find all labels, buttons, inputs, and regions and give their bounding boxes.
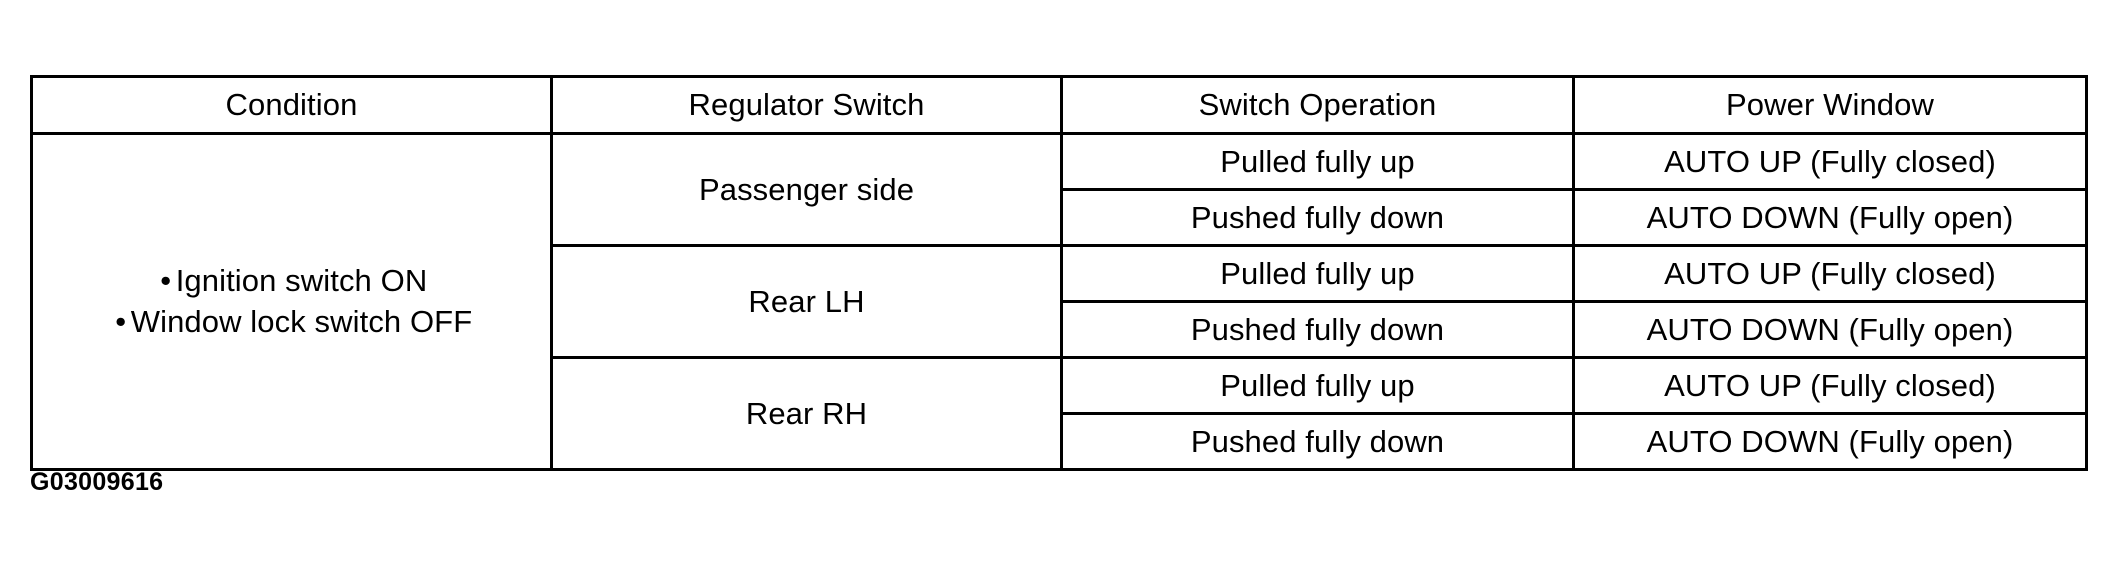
bullet-icon: •	[160, 262, 172, 298]
table-row: Pushed fully down AUTO DOWN (Fully open)	[32, 188, 2088, 247]
figure-reference-code: G03009616	[30, 468, 164, 496]
column-header-switch-operation: Switch Operation	[1060, 75, 1575, 135]
condition-item-text: Window lock switch OFF	[130, 303, 473, 339]
condition-item-text: Ignition switch ON	[175, 262, 428, 298]
column-header-regulator-switch: Regulator Switch	[550, 75, 1063, 135]
power-window-cell: AUTO DOWN (Fully open)	[1572, 412, 2088, 471]
table-row: Pushed fully down AUTO DOWN (Fully open)	[32, 300, 2088, 359]
list-item: •Window lock switch OFF	[33, 302, 550, 343]
power-window-cell: AUTO UP (Fully closed)	[1572, 244, 2088, 303]
power-window-cell: AUTO DOWN (Fully open)	[1572, 188, 2088, 247]
regulator-switch-cell: Rear RH	[550, 356, 1063, 471]
table-row: Rear RH Pulled fully up AUTO UP (Fully c…	[32, 356, 2088, 471]
switch-operation-cell: Pushed fully down	[1060, 300, 1575, 359]
power-window-operation-table: Condition Regulator Switch Switch Operat…	[30, 75, 2088, 471]
switch-operation-cell: Pulled fully up	[1060, 132, 1575, 191]
power-window-cell: AUTO UP (Fully closed)	[1572, 132, 2088, 191]
switch-operation-cell: Pulled fully up	[1060, 244, 1575, 303]
regulator-switch-cell: Rear LH	[550, 244, 1063, 359]
column-header-power-window: Power Window	[1572, 75, 2088, 135]
table-header-row: Condition Regulator Switch Switch Operat…	[30, 75, 2088, 135]
bullet-icon: •	[115, 303, 127, 339]
table-row: •Ignition switch ON •Window lock switch …	[30, 132, 2088, 471]
condition-bullet-list: •Ignition switch ON •Window lock switch …	[33, 261, 550, 343]
power-window-cell: AUTO DOWN (Fully open)	[1572, 300, 2088, 359]
regulator-switch-cell: Passenger side	[550, 132, 1063, 247]
column-header-condition: Condition	[30, 75, 553, 135]
switch-operation-cell: Pushed fully down	[1060, 188, 1575, 247]
switch-operation-cell: Pulled fully up	[1060, 356, 1575, 415]
spec-table-container: Condition Regulator Switch Switch Operat…	[30, 75, 2088, 471]
table-row: Pushed fully down AUTO DOWN (Fully open)	[32, 412, 2088, 471]
condition-cell: •Ignition switch ON •Window lock switch …	[30, 132, 553, 471]
switch-operation-cell: Pushed fully down	[1060, 412, 1575, 471]
table-row: Rear LH Pulled fully up AUTO UP (Fully c…	[32, 244, 2088, 359]
list-item: •Ignition switch ON	[33, 261, 550, 302]
power-window-cell: AUTO UP (Fully closed)	[1572, 356, 2088, 415]
